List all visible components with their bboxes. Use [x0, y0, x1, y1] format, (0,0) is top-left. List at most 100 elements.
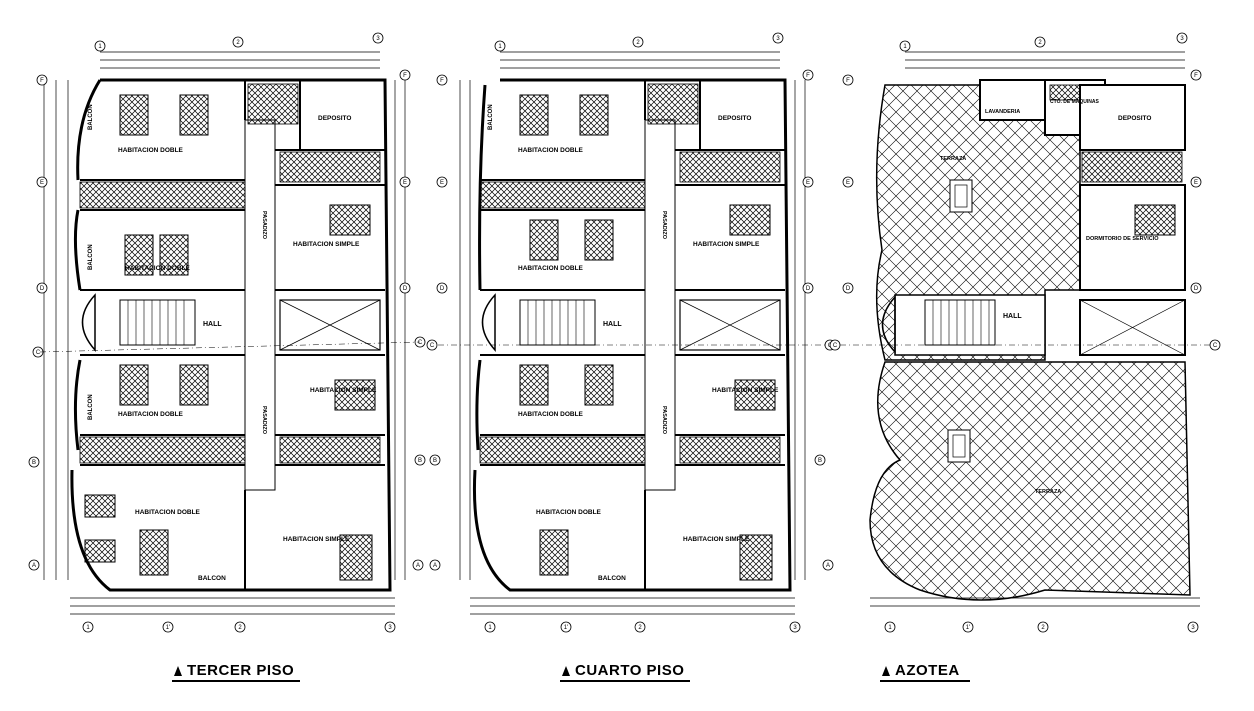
room-label: DEPOSITO: [318, 115, 351, 122]
room-label: HABITACION DOBLE: [518, 147, 584, 154]
axis-label: 1': [564, 625, 568, 631]
axis-label: 2: [636, 40, 640, 46]
axis-label: F: [440, 78, 444, 84]
room-label: PASADIZO: [661, 211, 667, 240]
axis-label: B: [433, 458, 437, 464]
room-label: HABITACION DOBLE: [518, 411, 584, 418]
axis-label: E: [806, 180, 810, 186]
plan-title-azotea: AZOTEA: [895, 662, 960, 679]
axis-label: 3: [1191, 625, 1195, 631]
axis-label: E: [403, 180, 407, 186]
room-label: BALCON: [488, 104, 494, 130]
room-label: BALCON: [598, 575, 626, 582]
room-label: HABITACION SIMPLE: [712, 387, 779, 394]
terrace-bottom: [869, 361, 1191, 601]
axis-label: 2: [238, 625, 242, 631]
room-label: TERRAZA: [1035, 489, 1061, 495]
axis-label: C: [418, 340, 423, 346]
axis-label: B: [418, 458, 422, 464]
axis-label: 2: [1041, 625, 1045, 631]
axis-label: 1: [888, 625, 892, 631]
room-label: LAVANDERIA: [985, 109, 1020, 115]
axis-label: 1: [498, 44, 502, 50]
plan-tercer-piso: BALCON HABITACION DOBLE DEPOSITO BALCON …: [28, 32, 426, 633]
axis-label: A: [32, 563, 36, 569]
axis-label: A: [826, 563, 830, 569]
plan-cuarto-piso: BALCON HABITACION DOBLE DEPOSITO HABITAC…: [426, 32, 836, 633]
axis-label: 3: [1180, 36, 1184, 42]
room-label: TERRAZA: [940, 156, 966, 162]
axis-label: B: [818, 458, 822, 464]
room-label: BALCON: [88, 394, 94, 420]
room-label: CTO. DE MAQUINAS: [1050, 99, 1099, 105]
room-label: HALL: [1003, 313, 1022, 320]
title-underline: [172, 680, 300, 682]
axis-label: E: [1194, 180, 1198, 186]
title-underline: [880, 680, 970, 682]
room-label: DEPOSITO: [1118, 115, 1151, 122]
dimension-lines-top: [43, 51, 406, 615]
axis-label: D: [403, 286, 408, 292]
section-marker-icon: [562, 666, 570, 676]
room-label: HABITACION DOBLE: [118, 411, 184, 418]
axis-label: C: [833, 343, 838, 349]
room-label: PASADIZO: [261, 406, 267, 435]
room-label: PASADIZO: [261, 211, 267, 240]
axis-label: C: [36, 350, 41, 356]
room-label: DORMITORIO DE SERVICIO: [1086, 236, 1159, 242]
room-label: HABITACION SIMPLE: [310, 387, 377, 394]
axis-label: F: [40, 78, 44, 84]
room-label: BALCON: [198, 575, 226, 582]
axis-label: B: [32, 460, 36, 466]
axis-label: 1': [966, 625, 970, 631]
room-label: HALL: [203, 321, 222, 328]
axis-label: D: [40, 286, 45, 292]
plan-azotea: LAVANDERIA CTO. DE MAQUINAS DEPOSITO TER…: [829, 32, 1221, 633]
axis-label: 1: [86, 625, 90, 631]
plan-title-cuarto-piso: CUARTO PISO: [575, 662, 685, 679]
axis-label: 1: [98, 44, 102, 50]
room-label: BALCON: [88, 244, 94, 270]
axis-label: 2: [236, 40, 240, 46]
axis-label: D: [440, 286, 445, 292]
plan-title-tercer-piso: TERCER PISO: [187, 662, 295, 679]
axis-label: A: [416, 563, 420, 569]
room-label: HABITACION SIMPLE: [693, 241, 760, 248]
room-label: HABITACION DOBLE: [125, 265, 191, 272]
axis-label: F: [1194, 73, 1198, 79]
axis-label: F: [846, 78, 850, 84]
axis-label: 1: [488, 625, 492, 631]
axis-label: 3: [793, 625, 797, 631]
room-label: BALCON: [88, 104, 94, 130]
room-label: HABITACION SIMPLE: [293, 241, 360, 248]
axis-label: A: [433, 563, 437, 569]
room-label: HALL: [603, 321, 622, 328]
room-label: PASADIZO: [661, 406, 667, 435]
room-label: HABITACION DOBLE: [518, 265, 584, 272]
title-underline: [560, 680, 690, 682]
axis-label: D: [1194, 286, 1199, 292]
section-marker-icon: [882, 666, 890, 676]
room-label: HABITACION DOBLE: [536, 509, 602, 516]
axis-label: C: [1213, 343, 1218, 349]
axis-label: D: [846, 286, 851, 292]
axis-label: 2: [1038, 40, 1042, 46]
axis-label: E: [440, 180, 444, 186]
axis-label: 1': [166, 625, 170, 631]
axis-label: D: [806, 286, 811, 292]
room-label: HABITACION DOBLE: [135, 509, 201, 516]
axis-label: 1: [903, 44, 907, 50]
axis-label: 3: [776, 36, 780, 42]
axis-label: 3: [388, 625, 392, 631]
axis-label: 2: [638, 625, 642, 631]
axis-label: E: [846, 180, 850, 186]
room-label: HABITACION SIMPLE: [283, 536, 350, 543]
room-label: DEPOSITO: [718, 115, 751, 122]
axis-label: E: [40, 180, 44, 186]
axis-label: 3: [376, 36, 380, 42]
axis-label: F: [806, 73, 810, 79]
axis-label: C: [430, 343, 435, 349]
section-marker-icon: [174, 666, 182, 676]
axis-label: F: [403, 73, 407, 79]
